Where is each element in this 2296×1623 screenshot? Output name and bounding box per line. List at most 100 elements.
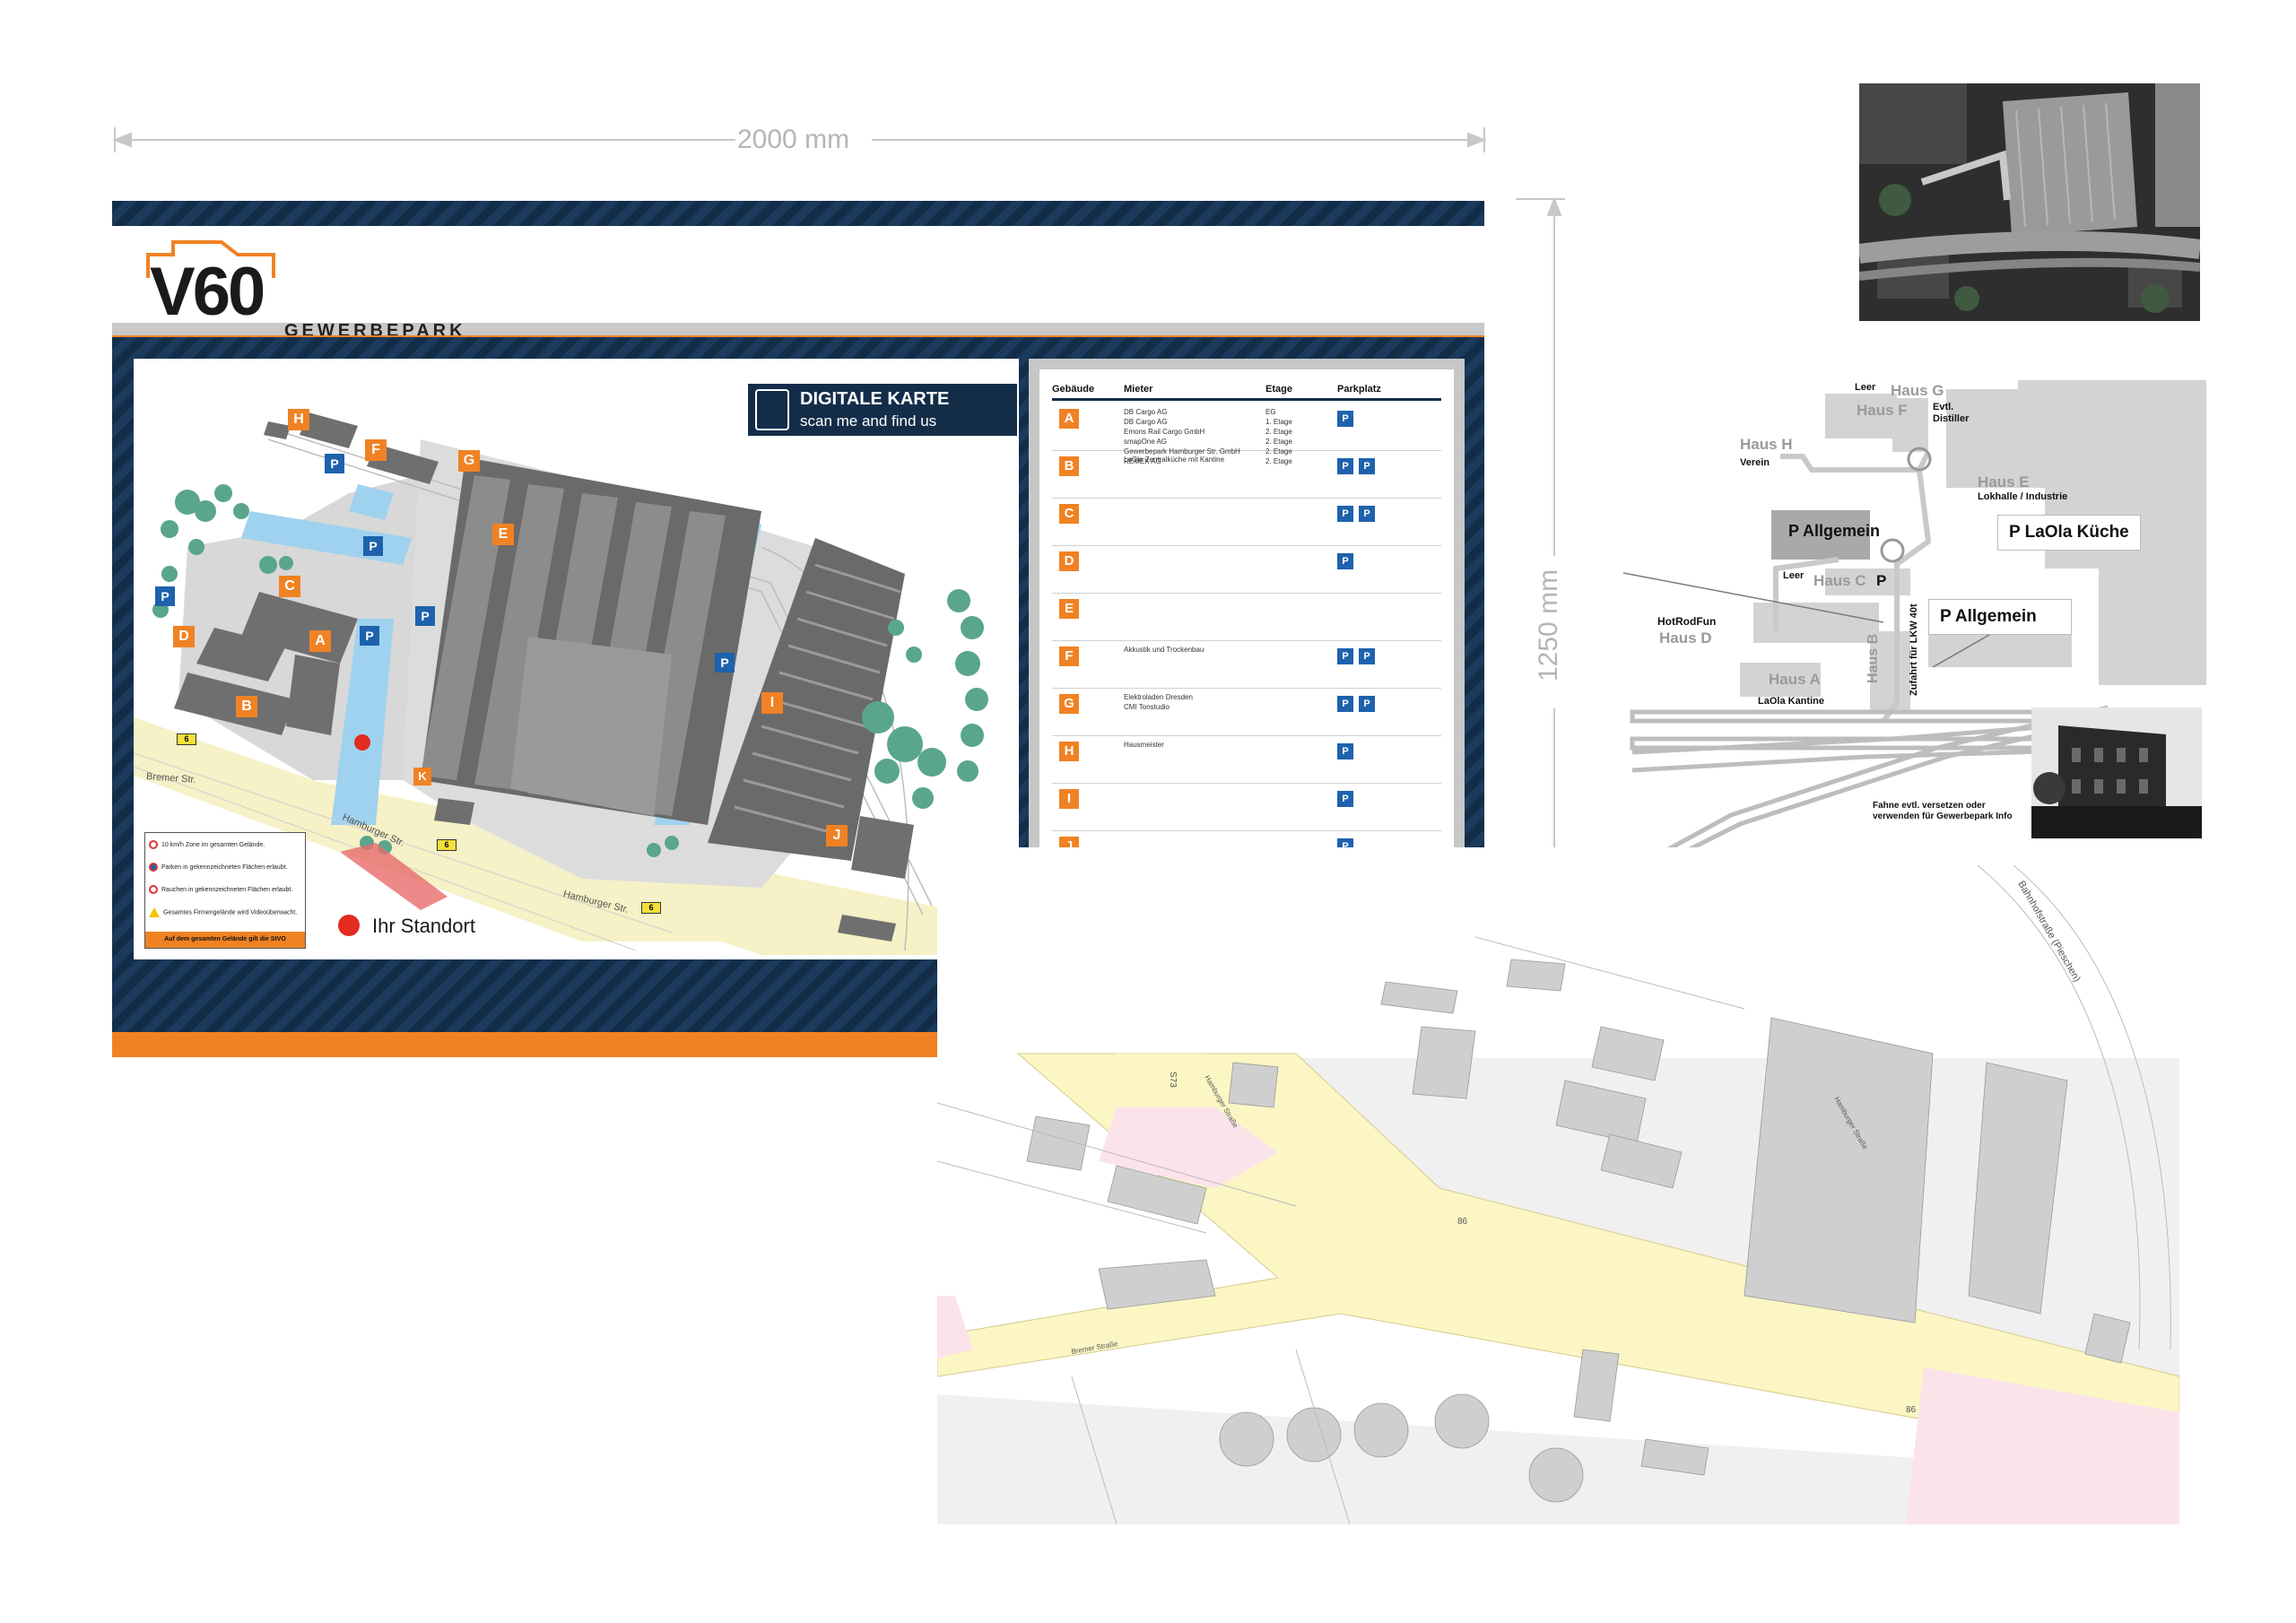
haus-f-label: Haus F bbox=[1857, 402, 1908, 419]
aerial-photo bbox=[1859, 83, 2200, 321]
haus-d-label: Haus D bbox=[1659, 629, 1712, 647]
location-pin-icon bbox=[338, 915, 360, 936]
leer-label: Leer bbox=[1855, 382, 1876, 393]
haus-c-label: Haus C bbox=[1813, 572, 1866, 589]
legend-item: Gesamtes Firmengelände wird Videoüberwac… bbox=[163, 909, 298, 916]
haus-h-label: Haus H bbox=[1740, 436, 1793, 453]
route-badge: 6 bbox=[177, 733, 196, 745]
site-map-panel: H F G E C D A B K I J P P P P P P Bremer… bbox=[134, 359, 1019, 959]
legend-box: 10 km/h Zone im gesamten Gelände. Parken… bbox=[144, 832, 306, 949]
building-marker-h: H bbox=[288, 409, 309, 430]
building-letter: F bbox=[1059, 647, 1079, 666]
top-stripe bbox=[112, 201, 1484, 226]
haus-h-note: Verein bbox=[1740, 457, 1770, 468]
building-letter: H bbox=[1059, 742, 1079, 761]
parking-icon: P bbox=[1337, 743, 1353, 759]
table-row: H Hausmeister P bbox=[1052, 736, 1441, 784]
cadastral-map: S73 Hamburger Straße Hamburger Straße Br… bbox=[937, 847, 2179, 1524]
parking-marker: P bbox=[325, 454, 344, 473]
sign-header: V60 GEWERBEPARK bbox=[112, 226, 1484, 341]
parking-icon: P bbox=[1337, 506, 1353, 522]
aerial-image bbox=[1859, 83, 2200, 321]
smoking-icon bbox=[149, 885, 158, 894]
parking-icon: P bbox=[1359, 696, 1375, 712]
road-number: 86 bbox=[1457, 1217, 1468, 1227]
camera-warning-icon bbox=[149, 907, 160, 917]
road-number: 86 bbox=[1906, 1405, 1917, 1415]
building-marker-k: K bbox=[413, 768, 431, 785]
site-map bbox=[134, 412, 1019, 955]
street-label-s73: S73 bbox=[1168, 1072, 1178, 1088]
parking-icon: P bbox=[1337, 791, 1353, 807]
building-letter: G bbox=[1059, 694, 1079, 714]
logo-locomotive-icon bbox=[146, 240, 275, 278]
tenant-cell: Elektroladen Dresden CMI Tonstudio bbox=[1124, 693, 1193, 711]
header-rule bbox=[1052, 398, 1441, 401]
speed-limit-icon bbox=[149, 840, 158, 849]
parking-icon: P bbox=[1359, 458, 1375, 474]
tenant-cell: Hausmeister bbox=[1124, 741, 1164, 749]
haus-g-note: Evtl. Distiller bbox=[1933, 402, 1970, 424]
header-tenant: Mieter bbox=[1124, 384, 1153, 395]
building-marker-f: F bbox=[365, 439, 387, 461]
parking-marker: P bbox=[363, 536, 383, 556]
tenant-cell: LaOla Zentralküche mit Kantine bbox=[1124, 456, 1225, 464]
legend-footer: Auf dem gesamten Gelände gilt die StVO bbox=[145, 932, 305, 948]
tenant-cell: DB Cargo AG DB Cargo AG Emons Rail Cargo… bbox=[1124, 408, 1240, 465]
legend-item: Parken in gekennzeichneten Flächen erlau… bbox=[161, 864, 288, 871]
building-marker-e: E bbox=[492, 524, 514, 545]
building-marker-g: G bbox=[458, 450, 480, 472]
parking-marker: P bbox=[415, 606, 435, 626]
parking-icon: P bbox=[1337, 696, 1353, 712]
route-badge: 6 bbox=[641, 902, 661, 914]
building-letter: A bbox=[1059, 409, 1079, 429]
building-marker-b: B bbox=[236, 696, 257, 717]
you-are-here-label: Ihr Standort bbox=[372, 915, 475, 937]
table-body: A DB Cargo AG DB Cargo AG Emons Rail Carg… bbox=[1039, 404, 1454, 942]
legend-item: Rauchen in gekennzeichneten Flächen erla… bbox=[161, 886, 293, 893]
haus-b-label: Haus B bbox=[1866, 633, 1881, 683]
qr-box[interactable]: DIGITALE KARTE scan me and find us bbox=[748, 384, 1017, 436]
parking-sign-icon bbox=[149, 863, 158, 872]
parking-icon: P bbox=[1359, 648, 1375, 664]
parking-marker: P bbox=[715, 653, 735, 673]
parking-laola: P LaOla Küche bbox=[1997, 515, 2141, 551]
parking-icon: P bbox=[1337, 411, 1353, 427]
parking-icon: P bbox=[1337, 553, 1353, 569]
haus-d-note: HotRodFun bbox=[1657, 615, 1717, 628]
parking-allgemein-1: P Allgemein bbox=[1788, 522, 1881, 540]
tenant-cell: Akkustik und Trockenbau bbox=[1124, 646, 1205, 654]
route-badge: 6 bbox=[437, 839, 457, 851]
table-row: A DB Cargo AG DB Cargo AG Emons Rail Carg… bbox=[1052, 404, 1441, 465]
parking-allgemein-2: P Allgemein bbox=[1928, 599, 2072, 635]
qr-title: DIGITALE KARTE bbox=[800, 389, 950, 409]
legend-item: 10 km/h Zone im gesamten Gelände. bbox=[161, 841, 265, 848]
leer-label-2: Leer bbox=[1783, 570, 1805, 581]
parking-marker: P bbox=[155, 586, 175, 606]
header-parking: Parkplatz bbox=[1337, 384, 1381, 395]
header-grey-band bbox=[112, 323, 1484, 335]
parking-icon: P bbox=[1337, 458, 1353, 474]
building-letter: E bbox=[1059, 599, 1079, 619]
width-dimension-label: 2000 mm bbox=[737, 125, 850, 154]
haus-a-label: Haus A bbox=[1769, 671, 1821, 688]
haus-g-label: Haus G bbox=[1891, 382, 1944, 399]
header-floor: Etage bbox=[1265, 384, 1292, 395]
building-photo-image bbox=[2031, 707, 2202, 838]
qr-subtitle: scan me and find us bbox=[800, 412, 937, 430]
height-dimension-label: 1250 mm bbox=[1534, 568, 1563, 681]
haus-a-note: LaOla Kantine bbox=[1758, 696, 1824, 707]
parking-icon: P bbox=[1359, 506, 1375, 522]
flag-note: Fahne evtl. versetzen oder verwenden für… bbox=[1873, 801, 2013, 821]
building-marker-d: D bbox=[173, 626, 195, 647]
parking-icon: P bbox=[1337, 648, 1353, 664]
qr-phone-icon bbox=[755, 389, 789, 430]
building-letter: C bbox=[1059, 504, 1079, 524]
building-marker-j: J bbox=[826, 825, 848, 846]
building-photo bbox=[2031, 707, 2202, 838]
floor-cell: EG 1. Etage 2. Etage 2. Etage 2. Etage 2… bbox=[1265, 408, 1292, 465]
